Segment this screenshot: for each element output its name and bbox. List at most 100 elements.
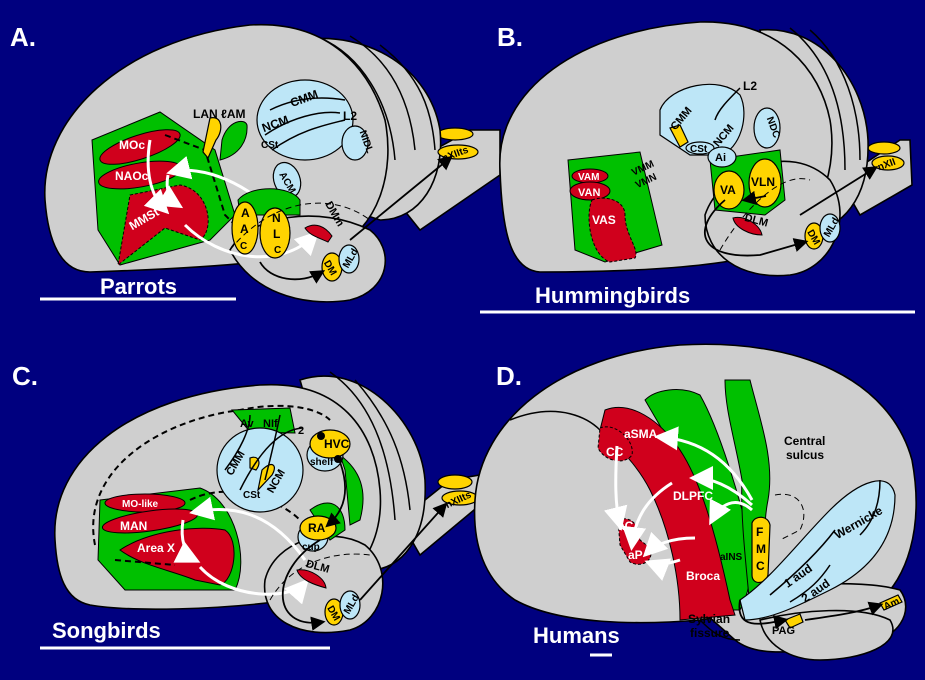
arrow xyxy=(189,496,307,561)
label-pag: PAG xyxy=(772,625,795,637)
panel-letter-b: B. xyxy=(497,22,523,52)
panel-a-parrots: MOc NAOc MMSt LAN ℓAM CMM NCM L2 CSt NID… xyxy=(10,22,501,303)
arrow xyxy=(709,498,753,526)
auditory-lines xyxy=(769,479,881,603)
label-asma: aSMA xyxy=(624,427,658,441)
label-fmc-1: F xyxy=(756,525,763,539)
label-ai: Ai xyxy=(715,152,726,164)
label-vam: VAM xyxy=(578,172,599,183)
nxii-nucleus xyxy=(871,155,905,171)
label-central: Central xyxy=(784,434,825,448)
label-ra: RA xyxy=(308,521,326,535)
l2-line xyxy=(224,414,303,491)
label-cc: CC xyxy=(606,445,624,459)
fmc-nucleus xyxy=(751,516,771,584)
arrow xyxy=(198,565,309,605)
label-nlc-3: C xyxy=(274,245,281,256)
vas-region xyxy=(588,197,637,263)
sulcus-lines xyxy=(509,410,741,641)
label-broca: Broca xyxy=(686,569,720,583)
label-vas: VAS xyxy=(592,213,616,227)
arrow xyxy=(281,539,326,631)
label-av: Av xyxy=(240,418,255,430)
dashed-pathway xyxy=(164,134,236,226)
label-areax: Area X xyxy=(137,541,175,555)
hvc-neuron-dot xyxy=(334,455,342,463)
hvc-neuron-dot xyxy=(317,432,325,440)
panel-d-humans: aSMA CC DLPFC aC aP Broca aINS F M C Cen… xyxy=(473,343,917,661)
arrow xyxy=(738,599,789,630)
label-nlc-2: L xyxy=(273,227,280,241)
panel-title-songbirds: Songbirds xyxy=(52,618,161,643)
nlc-nucleus xyxy=(259,207,291,259)
cc-region xyxy=(597,426,633,462)
dlm-region xyxy=(732,216,763,236)
mld-nucleus xyxy=(819,213,841,243)
thalamus-outline xyxy=(229,202,371,251)
panel-letter-c: C. xyxy=(12,361,38,391)
dlm-region xyxy=(296,569,327,589)
label-cst: CSt xyxy=(690,144,708,155)
cerebellum-folia xyxy=(789,27,861,171)
cst-region xyxy=(685,141,715,155)
label-l2: L2 xyxy=(343,109,357,123)
va-nucleus xyxy=(713,170,745,210)
arrow xyxy=(704,199,809,257)
ncm-region xyxy=(256,79,354,161)
mld-nucleus xyxy=(338,244,360,274)
label-aac-1: A xyxy=(241,206,250,220)
thalamus-outline xyxy=(269,553,371,601)
label-sulcus: sulcus xyxy=(786,448,824,462)
arrow xyxy=(654,426,754,501)
arrow xyxy=(173,519,201,563)
label-fmc-3: C xyxy=(756,559,765,573)
label-man: MAN xyxy=(120,519,147,533)
label-ains: aINS xyxy=(720,552,743,563)
vmm-vmn-nucleus xyxy=(669,124,689,148)
lam-nucleus xyxy=(219,120,248,161)
arrow xyxy=(259,261,326,284)
hvc-shell xyxy=(339,453,364,526)
arrow xyxy=(359,502,448,601)
l2-line xyxy=(264,97,346,151)
label-aac-2: A xyxy=(240,222,249,236)
mmst-region xyxy=(117,184,209,267)
brainstem-nucleus xyxy=(437,474,473,490)
lan-nucleus xyxy=(202,117,222,160)
panel-c-songbirds: Av NIf 2 HVC shelf CMM NCM CSt MO-like M… xyxy=(12,361,481,650)
panel-letter-d: D. xyxy=(496,361,522,391)
nidl-region xyxy=(341,125,369,161)
moc-region xyxy=(99,129,181,165)
panel-letter-a: A. xyxy=(10,22,36,52)
label-two: 2 xyxy=(298,425,304,437)
panel-title-humans: Humans xyxy=(533,623,620,648)
vln-nucleus xyxy=(748,158,782,208)
panel-title-hummingbirds: Hummingbirds xyxy=(535,283,690,308)
arrow xyxy=(622,481,673,551)
arrow xyxy=(741,190,767,206)
label-ap: aP xyxy=(628,548,643,562)
label-va: VA xyxy=(720,183,736,197)
brainstem-nucleus xyxy=(436,127,474,141)
label-moc: MOc xyxy=(119,138,145,152)
label-ac: aC xyxy=(618,519,634,533)
label-aac-3: C xyxy=(240,241,247,252)
arrow xyxy=(644,558,681,581)
ndc-region xyxy=(753,107,781,149)
label-fmc-2: M xyxy=(756,542,766,556)
label-dlm: DLM xyxy=(305,558,331,576)
label-l2: L2 xyxy=(743,79,757,93)
nxiits-nucleus xyxy=(437,144,479,160)
label-shelf: shelf xyxy=(310,457,334,468)
arrow xyxy=(349,155,453,241)
arrow xyxy=(325,461,347,528)
label-vln: VLN xyxy=(751,175,775,189)
label-nif: NIf xyxy=(263,418,278,430)
mld-nucleus xyxy=(339,590,361,620)
label-sylvian: Sylvian xyxy=(688,612,730,626)
arrow xyxy=(603,445,628,531)
arrow xyxy=(642,531,696,558)
arrow xyxy=(799,166,879,216)
cerebellum-folia xyxy=(329,371,411,521)
